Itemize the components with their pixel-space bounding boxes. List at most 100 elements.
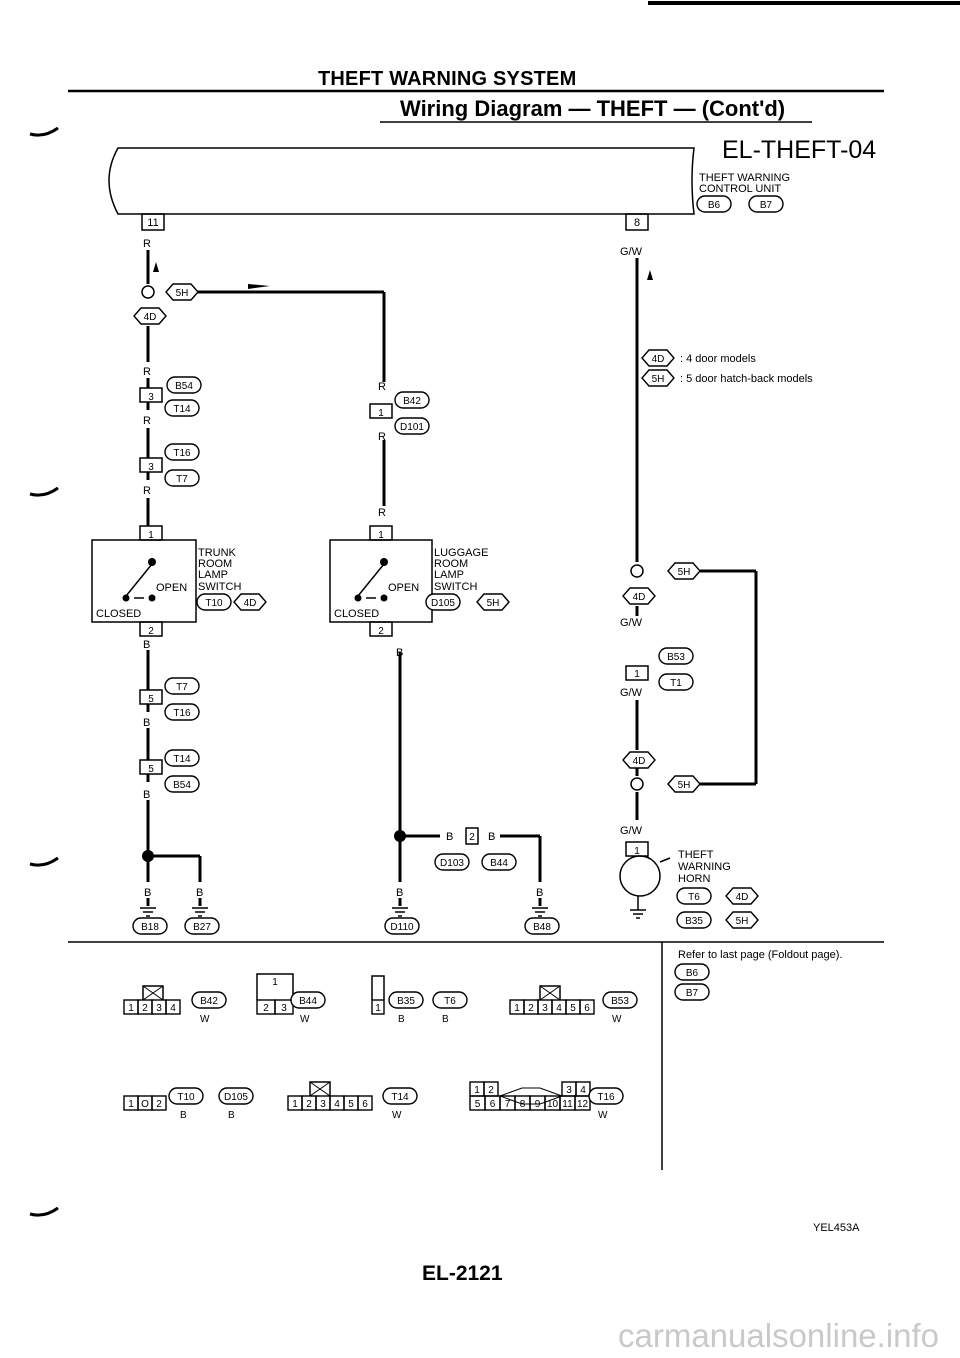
connector-tag-shape [166,376,202,394]
pin-number: 5 [148,694,154,705]
connector-key [539,985,561,1001]
connector-color: W [392,1110,402,1121]
connector-tag: T10 [177,1092,195,1103]
connector-tag: B54 [173,780,191,791]
pin-number: 1 [148,530,154,541]
connector-tag-shape [658,673,694,691]
connector-tag-shape [524,917,560,935]
connector-color: B [180,1110,187,1121]
horn-label: WARNING [678,861,731,873]
connector-tag-shape [674,963,710,981]
pin-box [369,621,393,637]
connector-tag-shape [588,1087,624,1105]
diagram-subtitle: Wiring Diagram — THEFT — (Cont'd) [400,96,786,121]
pin-box [625,213,649,231]
connector-key [142,985,164,1000]
pin-box [139,621,163,637]
control-unit-label: THEFT WARNING [699,172,790,184]
connector-tag: B53 [611,996,629,1007]
ground-symbol [192,907,208,917]
cavity-number: 6 [584,1003,590,1014]
model-tag: 5H [736,916,749,927]
connector-tag-shape [384,917,420,935]
connector-color: B [442,1014,449,1025]
pin-number: 1 [378,530,384,541]
cavity-number: 2 [263,1003,269,1014]
cavity-number: 5 [475,1099,481,1110]
model-tag-shape [133,307,167,325]
connector-tag-shape [676,911,712,929]
switch-state: OPEN [156,582,187,594]
wire-color: R [143,485,151,497]
connector-key [309,1081,331,1096]
connector-tag-shape [674,983,710,1001]
model-tag-shape [622,587,656,605]
switch-contact [380,594,388,602]
cavity-number: 4 [580,1085,586,1096]
control-unit-label: CONTROL UNIT [699,183,781,195]
pin-number: 2 [148,626,154,637]
connector-tag: T7 [176,474,188,485]
model-tag: 5H [487,598,500,609]
connector-tag: D110 [390,922,414,933]
connector-color: B [228,1110,235,1121]
cavity-number: 1 [128,1099,134,1110]
connector-tag-shape [382,1087,418,1105]
connector-tag: B48 [533,922,551,933]
cavity-number: 4 [170,1003,176,1014]
wire-color: B [143,789,150,801]
model-tag-shape [725,911,759,929]
model-tag-shape [165,283,199,301]
switch-state: CLOSED [334,608,379,620]
pin-number: 5 [148,764,154,775]
connector-tag-shape [658,647,694,665]
connector-cavity [371,999,385,1015]
connector-tag-shape [164,749,200,767]
connector-tag-shape [132,917,168,935]
wire-color: B [396,647,403,659]
cavity-number: 3 [156,1003,162,1014]
connector-tag-shape [748,195,784,213]
connector-tag: B35 [397,996,415,1007]
connector-key [309,1081,331,1097]
connector-tag: T16 [173,448,191,459]
model-tag: 4D [633,756,646,767]
connector-tag: B7 [760,200,773,211]
horn-symbol [659,857,671,863]
connector-color: W [612,1014,622,1025]
switch-contact [122,594,130,602]
wire-color: B [143,717,150,729]
wire-color: R [143,415,151,427]
signal-arrow [248,284,270,289]
connector-tag: D105 [431,598,455,609]
connector-tag-shape [394,391,430,409]
connector-tag-shape [290,991,326,1009]
switch-state: CLOSED [96,608,141,620]
switch-label: LAMP [198,569,228,581]
pin-box [141,213,165,231]
wire-color: B [143,639,150,651]
wire-color: B [196,887,203,899]
cavity-number: 1 [292,1099,298,1110]
connector-tag: T1 [670,678,682,689]
pin-box [139,689,163,705]
cavity-number: 3 [281,1003,287,1014]
cavity-number: 3 [566,1085,572,1096]
ground-symbol [532,907,548,917]
connector-cavity [165,999,181,1015]
wire-color: B [144,887,151,899]
connector-tag: T6 [688,892,700,903]
ground-symbol [392,907,408,917]
page-number: EL-2121 [422,1262,503,1285]
switch-contact [148,594,156,602]
switch-contact [148,558,156,566]
pin-box [139,759,163,775]
switch-label: ROOM [434,558,468,570]
connector-tag-shape [434,853,470,871]
cavity-number: 4 [556,1003,562,1014]
cavity-number: O [141,1099,149,1110]
switch-label: TRUNK [198,547,237,559]
connector-key [539,985,561,1000]
